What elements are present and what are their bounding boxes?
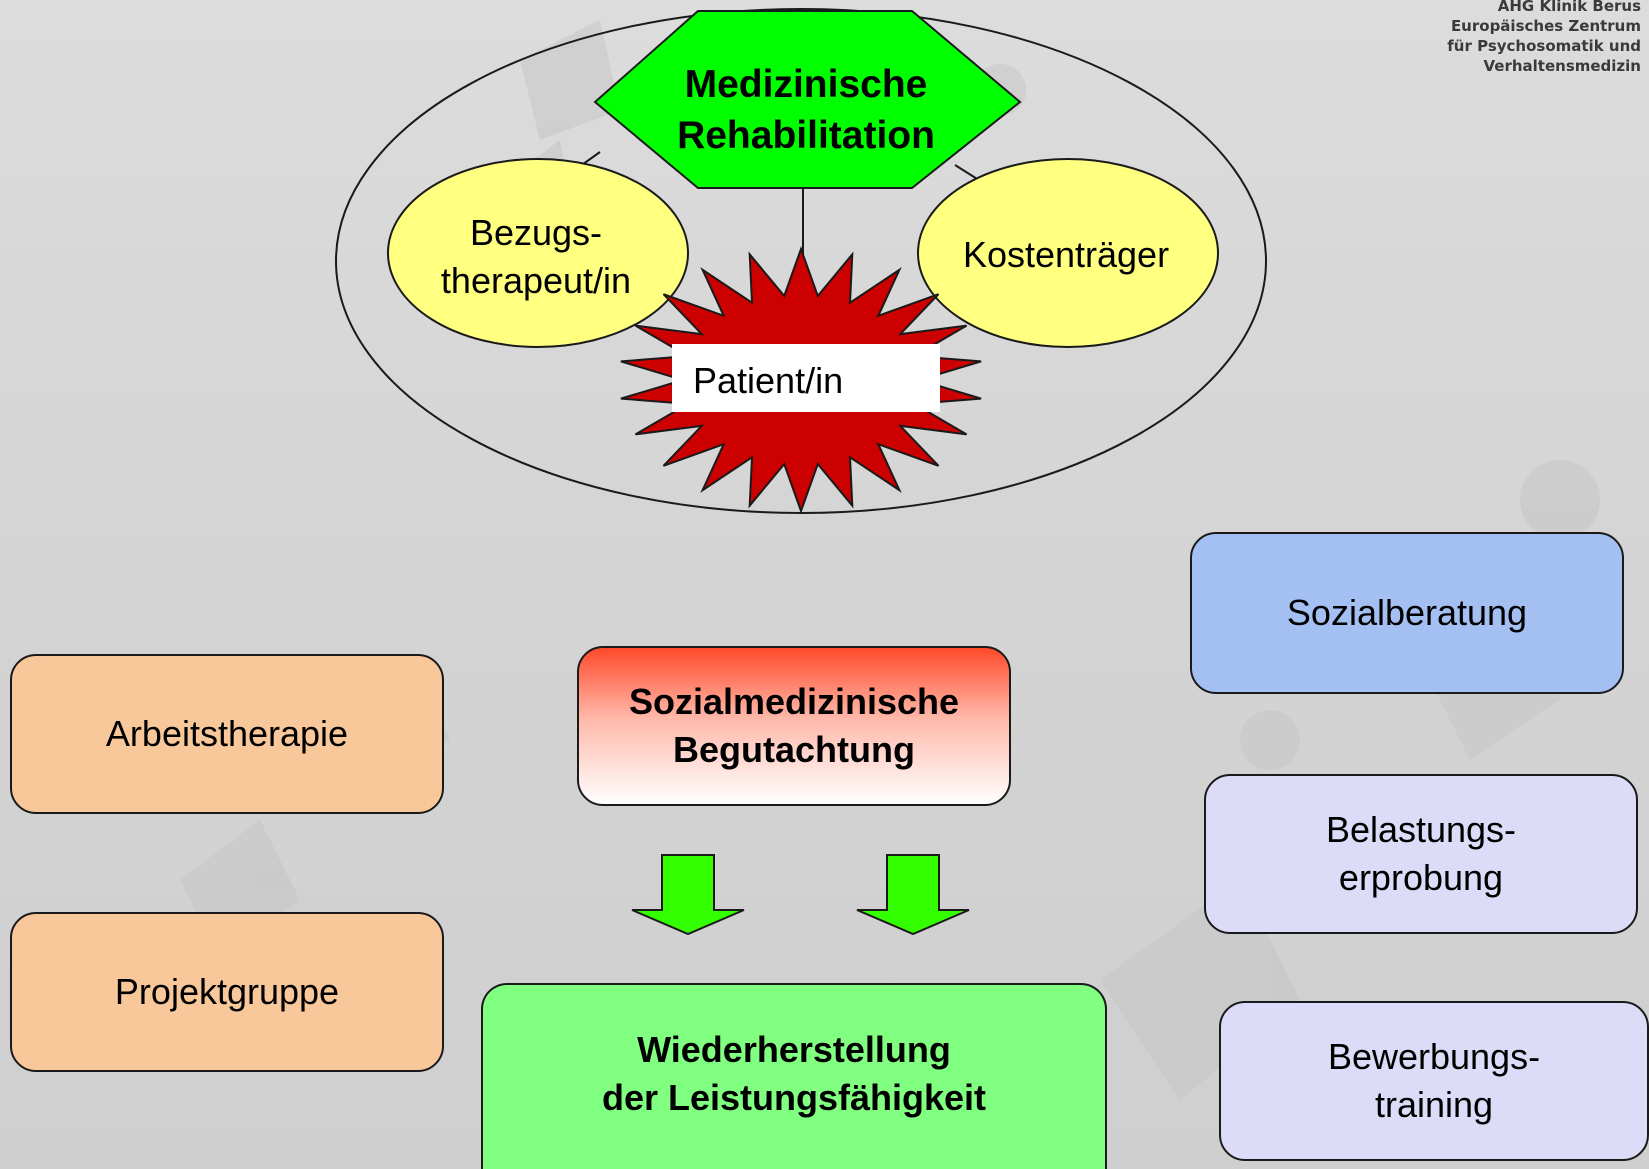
patient-label: Patient/in (693, 360, 843, 401)
hexagon-medizinische-rehabilitation (593, 10, 1022, 189)
sozialberatung-label: Sozialberatung (1286, 592, 1528, 633)
logo-line2: Europäisches Zentrum (1450, 17, 1641, 35)
logo-line4: Verhaltensmedizin (1483, 57, 1642, 75)
box-sozialmedizinische-begutachtung: Sozialmedizinische Begutachtung (577, 646, 1011, 806)
box-wiederherstellung: Wiederherstellung der Leistungsfähigkeit (481, 983, 1107, 1169)
ellipse-bezugstherapeut (387, 158, 689, 348)
arrow-down-right (856, 854, 970, 936)
box-bewerbungstraining: Bewerbungs- training (1219, 1001, 1649, 1161)
wiederherstellung-label-line2: der Leistungsfähigkeit (601, 1077, 987, 1118)
box-arbeitstherapie: Arbeitstherapie (10, 654, 444, 814)
belastung-label-line1: Belastungs- (1325, 809, 1517, 850)
kostentraeger-label: Kostenträger (963, 234, 1169, 275)
belastung-label-line2: erprobung (1338, 857, 1504, 898)
box-belastungserprobung: Belastungs- erprobung (1204, 774, 1638, 934)
patient-label-box (672, 344, 940, 412)
logo-line3: für Psychosomatik und (1447, 37, 1641, 55)
ellipse-kostentraeger (917, 158, 1219, 348)
arbeitstherapie-label: Arbeitstherapie (105, 713, 349, 754)
begutachtung-label-line1: Sozialmedizinische (628, 681, 960, 722)
bezugstherapeut-label-line1: Bezugs- (470, 212, 602, 253)
box-projektgruppe: Projektgruppe (10, 912, 444, 1072)
logo-line1: AHG Klinik Berus (1497, 0, 1641, 15)
bezugstherapeut-label-line2: therapeut/in (441, 260, 631, 301)
box-sozialberatung: Sozialberatung (1190, 532, 1624, 694)
projektgruppe-label: Projektgruppe (114, 971, 340, 1012)
bewerbung-label-line1: Bewerbungs- (1327, 1036, 1541, 1077)
arrow-down-left (631, 854, 745, 936)
hexagon-label-line1: Medizinische (685, 63, 928, 106)
hexagon-label-line2: Rehabilitation (677, 114, 935, 157)
bewerbung-label-line2: training (1374, 1084, 1494, 1125)
wiederherstellung-label-line1: Wiederherstellung (637, 1029, 951, 1070)
clinic-logo-text: AHG Klinik Berus Europäisches Zentrum fü… (1381, 0, 1641, 76)
begutachtung-label-line2: Begutachtung (673, 729, 915, 770)
